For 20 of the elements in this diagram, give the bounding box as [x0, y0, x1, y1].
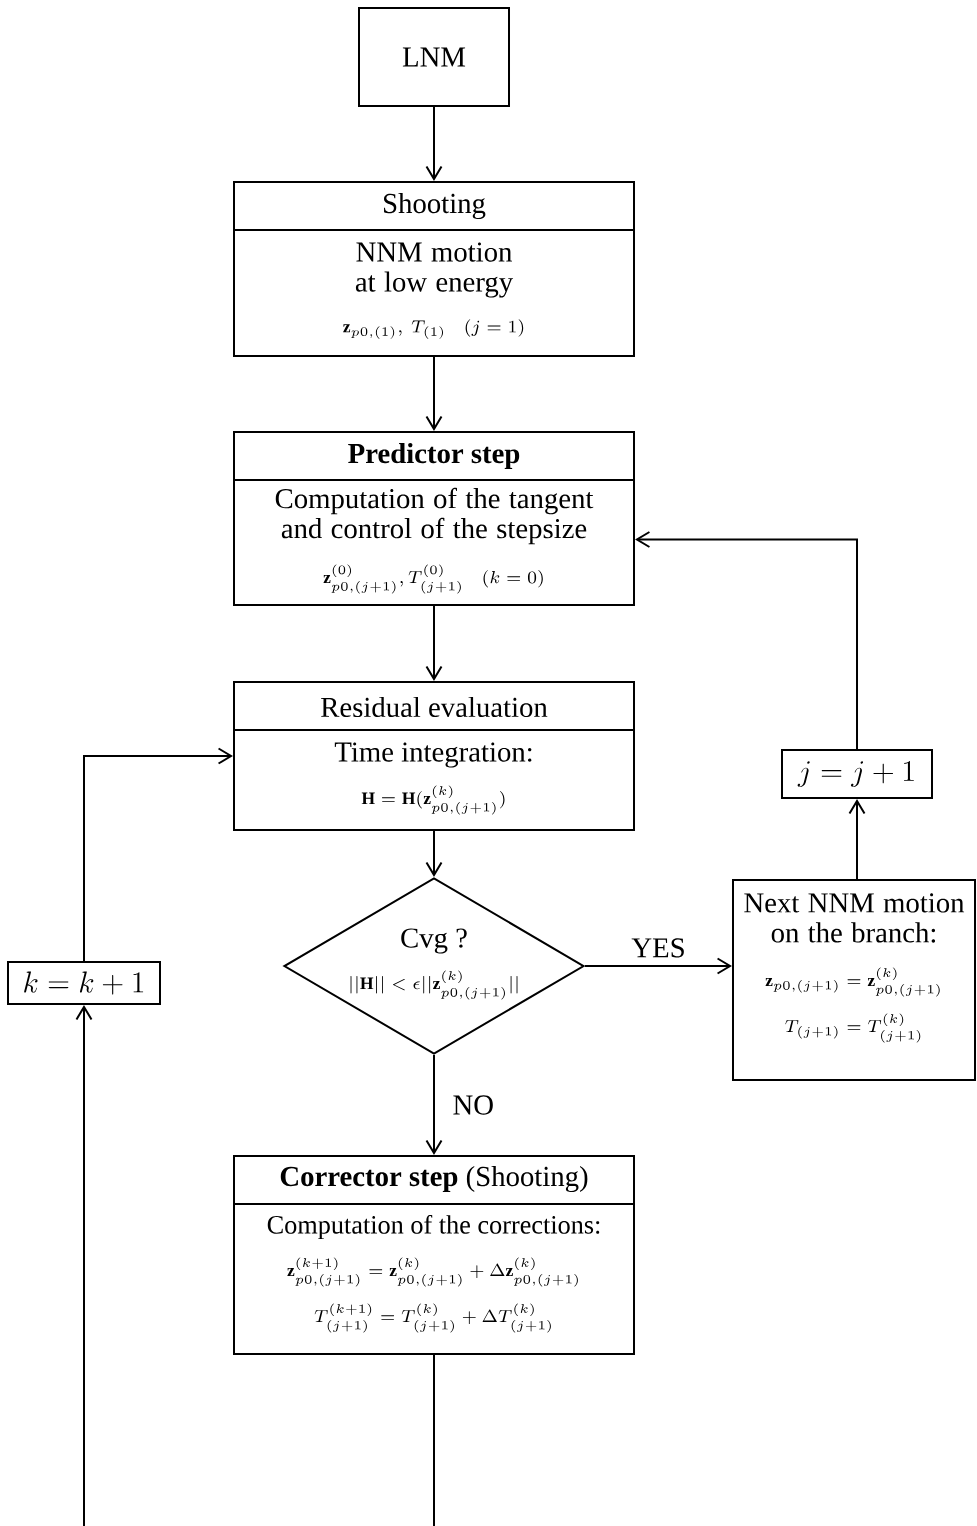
arrow — [425, 106, 443, 181]
arrow — [848, 799, 866, 880]
arrow — [584, 957, 732, 975]
process-box: Predictor step Computation of the tangent and control of the stepsize $\mathbf{z}^{(0)}_{p0,(j+1)}, T^{(0)}_{(j+1)}\quad (k=0)$ — [233, 431, 635, 606]
arrow — [425, 830, 443, 877]
edge-label: NO — [453, 1095, 493, 1115]
edge-label: YES — [631, 938, 684, 958]
arrow — [425, 1054, 443, 1155]
start-box: LNM — [358, 7, 510, 107]
arrow — [83, 747, 233, 962]
arrow — [75, 1005, 435, 1526]
arrow — [635, 531, 858, 750]
counter-box: $j=j+1$ — [781, 749, 933, 799]
counter-box: $k=k+1$ — [7, 961, 161, 1005]
arrow — [425, 356, 443, 431]
arrow — [425, 605, 443, 681]
process-box: Corrector step (Shooting) Computation of the corrections: $\mathbf{z}^{(k+1)}_{p0,(j+1)}=\mathbf{z}^{(k)}_{p0,(j+1)}+\Delta\mathbf{z}^{(k)}_{p0,(j+1)}$ $T^{(k+1)}_{(j+1)}=T^{(k)}_{(j+1)}+\Delta T^{(k)}_{(j+1)}$ — [233, 1155, 635, 1355]
process-box: Next NNM motion on the branch: $\mathbf{z}_{p0,(j+1)}=\mathbf{z}^{(k)}_{p0,(j+1)}$ $T_{(j+1)}=T^{(k)}_{(j+1)}$ — [732, 879, 976, 1081]
process-box: Shooting NNM motion at low energy $\mathbf{z}_{p0,(1)},\ T_{(1)}\quad (j=1)$ — [233, 181, 635, 357]
process-box: Residual evaluation Time integration: $\mathbf{H}=\mathbf{H}(\mathbf{z}^{(k)}_{p0,(j+1)})$ — [233, 681, 635, 831]
